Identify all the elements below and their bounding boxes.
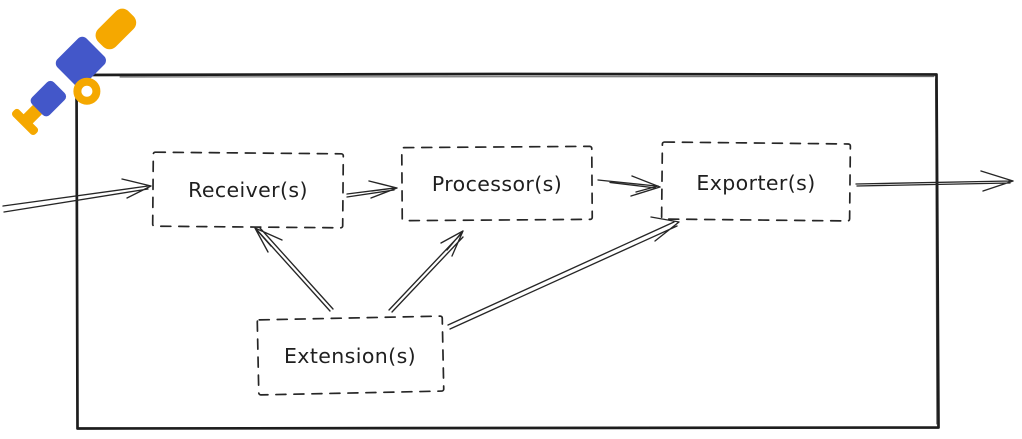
- arrow-extensions-to-receivers: [254, 227, 334, 312]
- opentelemetry-logo: [11, 8, 137, 136]
- logo-eyepiece-shape: [95, 8, 137, 50]
- logo-tripod-crossbar-shape: [11, 108, 39, 136]
- arrow-extensions-to-exporters: [447, 216, 680, 330]
- collector-boundary-box: [75, 72, 940, 430]
- node-processors-label: Processor(s): [432, 172, 562, 196]
- node-extensions-label: Extension(s): [284, 344, 416, 368]
- node-receivers: Receiver(s): [151, 151, 345, 229]
- node-exporters-label: Exporter(s): [696, 171, 815, 195]
- arrow-processors-to-exporters: [597, 175, 661, 197]
- node-extensions-box: [256, 315, 445, 396]
- arrow-extensions-to-processors: [388, 230, 464, 313]
- logo-lower-tube-shape: [30, 80, 67, 117]
- node-processors-box: [400, 145, 594, 222]
- node-extensions: Extension(s): [256, 315, 445, 396]
- node-exporters: Exporter(s): [660, 141, 852, 222]
- arrow-input-to-receivers: [2, 178, 152, 213]
- logo-lens-ring-shape: [73, 77, 101, 105]
- logo-tripod-stem-shape: [23, 105, 42, 124]
- node-receivers-box: [151, 151, 345, 229]
- arrow-receivers-to-processors: [346, 180, 398, 199]
- node-exporters-box: [660, 141, 852, 222]
- collector-boundary-sketch-pass-top: [119, 75, 935, 78]
- arrow-exporters-to-output: [855, 170, 1014, 192]
- collector-boundary-sketch-pass-right: [935, 78, 938, 425]
- node-processors: Processor(s): [400, 145, 594, 222]
- node-receivers-label: Receiver(s): [188, 178, 308, 202]
- collector-boundary-outline: [75, 72, 940, 430]
- logo-main-barrel-shape: [55, 36, 106, 87]
